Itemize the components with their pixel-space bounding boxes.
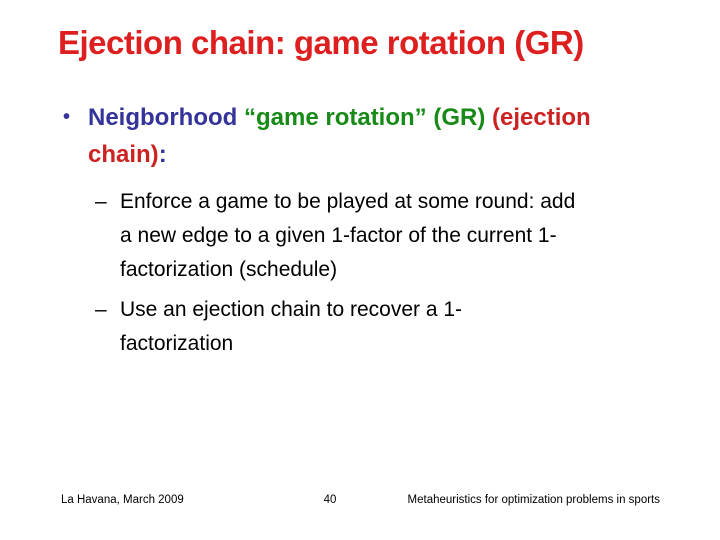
footer-presentation-title: Metaheuristics for optimization problems…	[407, 494, 660, 506]
dash-icon: –	[95, 298, 107, 321]
bullet-item-neighborhood: • Neigborhood “game rotation” (GR) (ejec…	[62, 99, 682, 173]
footer-page-number: 40	[323, 494, 337, 506]
bullet-dot-icon: •	[63, 106, 71, 128]
slide-title: Ejection chain: game rotation (GR)	[58, 24, 584, 61]
sub-bullet-list: – Enforce a game to be played at some ro…	[95, 185, 682, 361]
sub-bullet-enforce-game: – Enforce a game to be played at some ro…	[95, 185, 682, 287]
bullet-text-game-rotation: “game rotation” (GR)	[243, 104, 492, 131]
dash-icon: –	[95, 190, 107, 213]
sub-bullet-1-line-2: a new edge to a given 1-factor of the cu…	[120, 224, 557, 247]
slide-footer: La Havana, March 2009 40 Metaheuristics …	[0, 494, 720, 512]
bullet-text-chain: chain)	[88, 141, 159, 168]
sub-bullet-2-line-2: factorization	[120, 332, 234, 355]
bullet-text-ejection: (ejection	[492, 104, 591, 131]
bullet-text-neighborhood: Neigborhood	[88, 104, 244, 131]
bullet-text-colon: :	[158, 141, 167, 168]
sub-bullet-1-line-1: Enforce a game to be played at some roun…	[120, 190, 576, 213]
sub-bullet-1-line-3: factorization (schedule)	[120, 258, 338, 281]
bullet-line-2: chain):	[88, 136, 682, 173]
slide-body: • Neigborhood “game rotation” (GR) (ejec…	[62, 99, 682, 361]
footer-venue-date: La Havana, March 2009	[61, 494, 184, 506]
sub-bullet-2-line-1: Use an ejection chain to recover a 1-	[120, 298, 463, 321]
sub-bullet-ejection-chain: – Use an ejection chain to recover a 1- …	[95, 293, 682, 361]
bullet-line-1: Neigborhood “game rotation” (GR) (ejecti…	[88, 99, 682, 136]
